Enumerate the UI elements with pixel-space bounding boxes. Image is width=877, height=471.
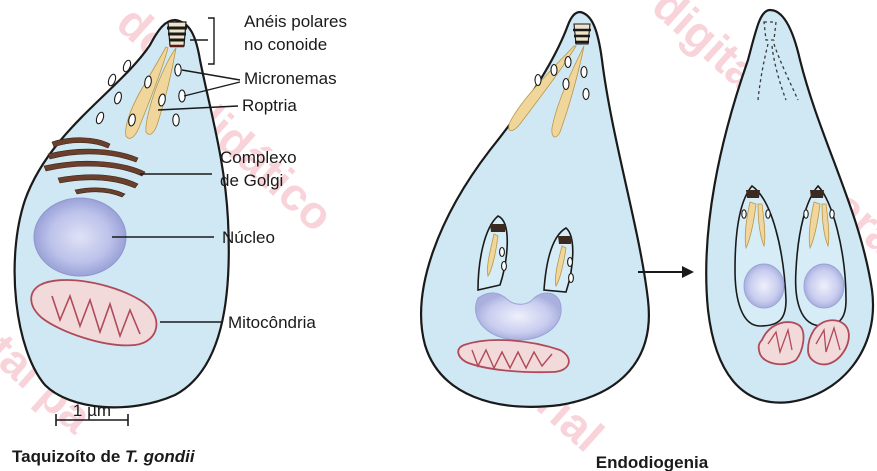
label-mitochondrion: Mitocôndria xyxy=(228,313,316,332)
conoid-icon xyxy=(573,24,591,44)
caption-species: T. gondii xyxy=(125,447,196,466)
daughter-nucleus-shape xyxy=(744,264,784,308)
label-rhoptry: Roptria xyxy=(242,96,297,115)
tachyzoite-figure: 1 µm xyxy=(15,20,229,426)
daughter-nucleus-shape xyxy=(804,264,844,308)
tachyzoite-caption: Taquizoíto de T. gondii xyxy=(12,447,196,466)
conoid-icon xyxy=(167,22,187,46)
label-nucleus: Núcleo xyxy=(222,228,275,247)
caption-prefix: Taquizoíto de xyxy=(12,447,125,466)
label-polar-rings-line1: Anéis polares xyxy=(244,12,347,31)
progression-arrow-icon xyxy=(638,266,694,278)
label-golgi-line1: Complexo xyxy=(220,148,297,167)
label-micronemes: Micronemas xyxy=(244,69,337,88)
endodyogeny-caption: Endodiogenia xyxy=(596,453,709,471)
label-polar-rings-line2: no conoide xyxy=(244,35,327,54)
label-golgi-line2: de Golgi xyxy=(220,171,283,190)
scale-bar-label: 1 µm xyxy=(73,401,111,420)
endodyogeny-stage-1 xyxy=(421,12,649,407)
